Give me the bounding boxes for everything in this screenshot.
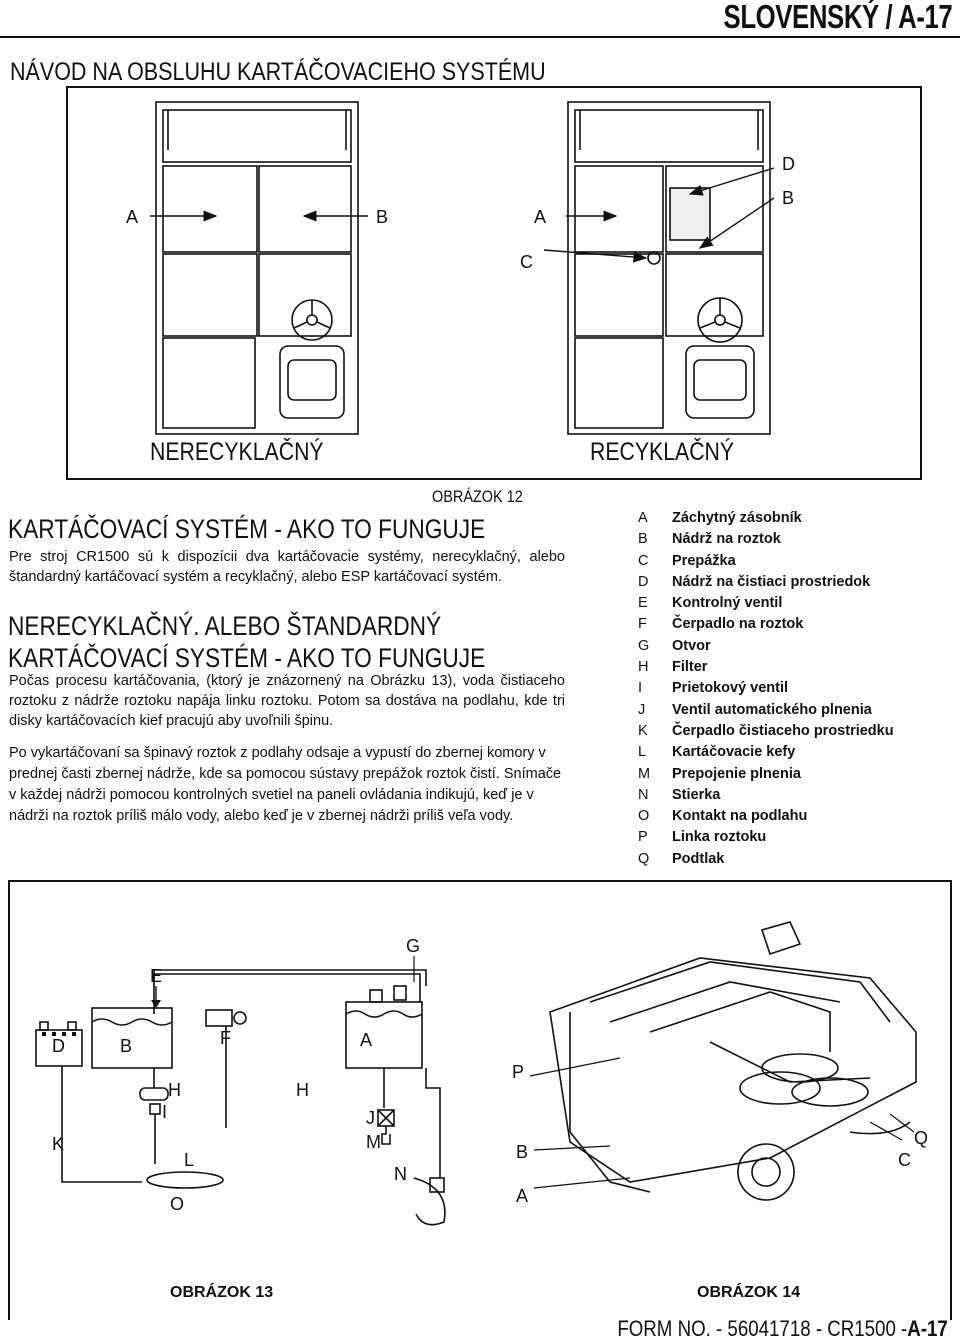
page-title: NÁVOD NA OBSLUHU KARTÁČOVACIEHO SYSTÉMU xyxy=(10,58,546,86)
figure-13-drawing: E D B F A H I H K L O J M N G xyxy=(35,921,928,1226)
figures-13-14: E D B F A H I H K L O J M N G xyxy=(8,880,952,1320)
nonrecycling-machine-outline xyxy=(155,101,359,435)
figure-12-label: OBRÁZOK 12 xyxy=(432,487,523,506)
callout-b: B xyxy=(782,188,794,208)
page-footer: FORM NO. - 56041718 - CR1500 -A-17 xyxy=(617,1316,948,1342)
callout-d: D xyxy=(52,1036,65,1056)
section-body: Pre stroj CR1500 sú k dispozícii dva kar… xyxy=(9,549,565,585)
callout-a: A xyxy=(126,207,138,227)
callout-o: O xyxy=(170,1194,184,1214)
callout-a: A xyxy=(516,1186,528,1206)
callout-p: P xyxy=(512,1062,524,1082)
figure-12-drawing: A B A C D B xyxy=(126,101,795,435)
caption-recycling: RECYKLAČNÝ xyxy=(590,438,735,466)
callout-d: D xyxy=(782,154,795,174)
recycling-machine-outline xyxy=(567,101,771,435)
callout-q: Q xyxy=(914,1128,928,1148)
callout-m: M xyxy=(366,1132,381,1152)
page-header: SLOVENSKÝ / A-17 xyxy=(723,0,952,35)
callout-e: E xyxy=(150,966,162,986)
header-rule xyxy=(0,36,960,38)
figure-13-label: OBRÁZOK 13 xyxy=(170,1284,274,1301)
figure-14-label: OBRÁZOK 14 xyxy=(697,1284,801,1301)
section-title: KARTÁČOVACÍ SYSTÉM - AKO TO FUNGUJE xyxy=(8,514,486,544)
callout-h: H xyxy=(296,1080,309,1100)
callout-h: H xyxy=(168,1080,181,1100)
callout-b: B xyxy=(376,207,388,227)
callout-c: C xyxy=(520,252,533,272)
callout-a: A xyxy=(360,1030,372,1050)
page-number: A-17 xyxy=(907,1316,948,1341)
subsection-title: NERECYKLAČNÝ. ALEBO ŠTANDARDNÝ KARTÁČOVA… xyxy=(8,611,486,673)
callout-f: F xyxy=(220,1028,231,1048)
subsection-paragraph-2: Po vykartáčovaní sa špinavý roztok z pod… xyxy=(9,745,562,824)
callout-b: B xyxy=(120,1036,132,1056)
subsection-paragraph-1: Počas procesu kartáčovania, (ktorý je zn… xyxy=(9,673,565,729)
figure-12: A B A C D B xyxy=(66,86,922,480)
callout-l: L xyxy=(184,1150,194,1170)
callout-n: N xyxy=(394,1164,407,1184)
callout-b: B xyxy=(516,1142,528,1162)
callout-k: K xyxy=(52,1134,64,1154)
callout-c: C xyxy=(898,1150,911,1170)
form-number: FORM NO. - 56041718 - CR1500 - xyxy=(617,1316,908,1341)
callout-a: A xyxy=(534,207,546,227)
callout-i: I xyxy=(162,1102,167,1122)
figure-14-drawing xyxy=(549,921,917,1201)
caption-nonrecycling: NERECYKLAČNÝ xyxy=(150,438,324,466)
callout-j: J xyxy=(366,1108,375,1128)
callout-g: G xyxy=(406,936,420,956)
